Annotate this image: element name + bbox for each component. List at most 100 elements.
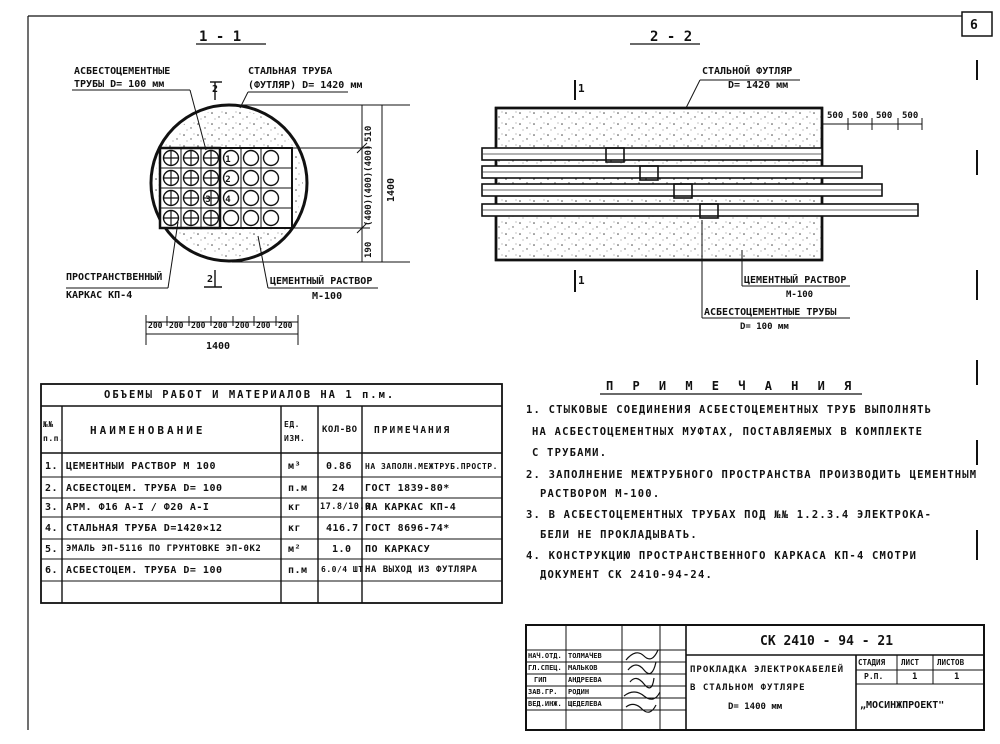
stamp-title-line1: ПРОКЛАДКА ЭЛЕКТРОКАБЕЛЕЙ bbox=[690, 665, 845, 675]
table-cell: ГОСТ 1839-80* bbox=[365, 483, 450, 494]
table-header-num: №№ п.п. bbox=[43, 420, 61, 443]
label-frame-code: КАРКАС КП-4 bbox=[66, 290, 133, 301]
stamp-role: ГЛ.СПЕЦ. bbox=[528, 664, 562, 672]
note-line: БЕЛИ НЕ ПРОКЛАДЫВАТЬ. bbox=[540, 529, 698, 541]
table-cell: 17.8/10.0 bbox=[320, 502, 371, 512]
dim-top: 510 bbox=[364, 125, 374, 142]
pipe-number: 3 bbox=[205, 195, 210, 205]
materials-table bbox=[40, 383, 503, 604]
cut-mark-top: 2 bbox=[212, 84, 219, 95]
note-line: 1. СТЫКОВЫЕ СОЕДИНЕНИЯ АСБЕСТОЦЕМЕНТНЫХ … bbox=[526, 404, 933, 416]
stamp-role: ВЕД.ИНЖ. bbox=[528, 700, 562, 708]
table-cell: 1. bbox=[45, 461, 59, 472]
label-cement-grade: М-100 bbox=[312, 291, 343, 302]
table-cell: НА ЗАПОЛН.МЕЖТРУБ.ПРОСТР. bbox=[365, 462, 498, 471]
table-cell: АРМ. Ф16 А-I / Ф20 А-I bbox=[66, 502, 210, 513]
offset-dim: 500 bbox=[902, 111, 919, 121]
stamp-organization: „МОСИНЖПРОЕКТ" bbox=[860, 700, 945, 711]
stamp-name: ТОЛМАЧЕВ bbox=[568, 652, 602, 660]
table-cell: 416.7 bbox=[326, 523, 359, 534]
table-cell: кг bbox=[288, 523, 302, 534]
note-line: 3. В АСБЕСТОЦЕМЕНТНЫХ ТРУБАХ ПОД №№ 1.2.… bbox=[526, 509, 933, 521]
note-line: 2. ЗАПОЛНЕНИЕ МЕЖТРУБНОГО ПРОСТРАНСТВА П… bbox=[526, 469, 978, 481]
title-block bbox=[525, 624, 985, 731]
section-1-title: 1 - 1 bbox=[199, 29, 242, 45]
table-cell: НА ВЫХОД ИЗ ФУТЛЯРА bbox=[365, 565, 478, 575]
stamp-role: НАЧ.ОТД. bbox=[528, 652, 562, 660]
stamp-role: ГИП bbox=[534, 676, 547, 684]
label-pipes: АСБЕСТОЦЕМЕНТНЫЕ bbox=[74, 66, 171, 77]
pipe-number: 1 bbox=[225, 155, 230, 165]
dim-h: 200 bbox=[235, 321, 250, 330]
label-steel-pipe: СТАЛЬНАЯ ТРУБА bbox=[248, 66, 333, 77]
section-1-1: 1 2 3 4 bbox=[66, 43, 410, 345]
table-cell: 4. bbox=[45, 523, 59, 534]
table-cell: п.м bbox=[288, 565, 308, 576]
note-line: 4. КОНСТРУКЦИЮ ПРОСТРАНСТВЕННОГО КАРКАСА… bbox=[526, 550, 918, 562]
label-case: СТАЛЬНОЙ ФУТЛЯР bbox=[702, 66, 793, 77]
label-steel-pipe-size: (ФУТЛЯР) D= 1420 мм bbox=[248, 80, 363, 91]
offset-dim: 500 bbox=[876, 111, 893, 121]
label-cement-grade-2: М-100 bbox=[786, 290, 814, 300]
table-cell: НА КАРКАС КП-4 bbox=[365, 502, 457, 513]
table-cell: 0.86 bbox=[326, 461, 353, 472]
table-header-name: НАИМЕНОВАНИЕ bbox=[90, 424, 206, 437]
label-pipes-size: ТРУБЫ D= 100 мм bbox=[74, 79, 165, 90]
table-cell: 24 bbox=[332, 483, 346, 494]
table-header-notes: ПРИМЕЧАНИЯ bbox=[374, 425, 452, 436]
table-cell: ЭМАЛЬ ЭП-5116 ПО ГРУНТОВКЕ ЭП-0К2 bbox=[66, 544, 262, 554]
stamp-col-sheets: ЛИСТОВ bbox=[937, 658, 965, 667]
table-cell: СТАЛЬНАЯ ТРУБА D=1420×12 bbox=[66, 523, 223, 534]
note-line: С ТРУБАМИ. bbox=[532, 447, 608, 459]
table-cell: ПО КАРКАСУ bbox=[365, 544, 431, 555]
label-cement: ЦЕМЕНТНЫЙ РАСТВОР bbox=[270, 276, 373, 287]
section-2-2 bbox=[481, 43, 923, 319]
stamp-sheets: 1 bbox=[954, 672, 960, 682]
table-cell: АСБЕСТОЦЕМ. ТРУБА D= 100 bbox=[66, 483, 223, 494]
dim-middle: (400)(400)(400) bbox=[364, 144, 374, 226]
sheet-frame: 6 bbox=[27, 11, 993, 730]
table-cell: АСБЕСТОЦЕМ. ТРУБА D= 100 bbox=[66, 565, 223, 576]
note-line: НА АСБЕСТОЦЕМЕНТНЫХ МУФТАХ, ПОСТАВЛЯЕМЫХ… bbox=[532, 426, 924, 438]
cut-label-bottom: 1 bbox=[578, 274, 585, 287]
table-cell: м² bbox=[288, 544, 302, 555]
table-cell: 6.0/4 ШТ. bbox=[321, 565, 369, 574]
label-cement-2: ЦЕМЕНТНЫЙ РАСТВОР bbox=[744, 275, 847, 286]
stamp-name: ЩЕДЕЛЕВА bbox=[568, 700, 602, 708]
dim-h: 200 bbox=[148, 321, 163, 330]
pipe-number: 2 bbox=[225, 175, 230, 185]
cut-mark-bottom: 2 bbox=[207, 274, 214, 285]
label-pipes-2: АСБЕСТОЦЕМЕНТНЫЕ ТРУБЫ bbox=[704, 307, 837, 318]
table-cell: ГОСТ 8696-74* bbox=[365, 523, 450, 534]
pipe-bundle bbox=[481, 147, 919, 219]
stamp-stage: Р.П. bbox=[864, 672, 884, 681]
dim-h: 200 bbox=[213, 321, 228, 330]
note-line: РАСТВОРОМ М-100. bbox=[540, 488, 661, 500]
pipe-grid bbox=[160, 148, 292, 228]
table-cell: 5. bbox=[45, 544, 59, 555]
table-title: ОБЪЕМЫ РАБОТ И МАТЕРИАЛОВ НА 1 п.м. bbox=[104, 389, 396, 401]
offset-dim: 500 bbox=[827, 111, 844, 121]
dim-h: 200 bbox=[256, 321, 271, 330]
table-cell: кг bbox=[288, 502, 302, 513]
dim-total-vertical: 1400 bbox=[386, 177, 397, 202]
stamp-name: РОДИН bbox=[568, 688, 590, 696]
offset-dim: 500 bbox=[852, 111, 869, 121]
table-cell: 3. bbox=[45, 502, 59, 513]
label-case-size: D= 1420 мм bbox=[728, 80, 789, 91]
table-cell: 2. bbox=[45, 483, 59, 494]
pipe-number: 4 bbox=[225, 195, 231, 205]
notes-title: П Р И М Е Ч А Н И Я bbox=[606, 379, 858, 393]
table-cell: п.м bbox=[288, 483, 308, 494]
label-frame: ПРОСТРАНСТВЕННЫЙ bbox=[66, 272, 163, 283]
dim-h: 200 bbox=[169, 321, 184, 330]
stamp-role: ЗАВ.ГР. bbox=[528, 688, 558, 696]
table-cell: 6. bbox=[45, 565, 59, 576]
table-cell: 1.0 bbox=[332, 544, 352, 555]
cut-label-top: 1 bbox=[578, 82, 585, 95]
dim-h: 200 bbox=[278, 321, 293, 330]
corner-mark: 6 bbox=[970, 18, 978, 33]
stamp-col-sheet: ЛИСТ bbox=[901, 658, 920, 667]
note-line: ДОКУМЕНТ СК 2410-94-24. bbox=[540, 569, 713, 581]
